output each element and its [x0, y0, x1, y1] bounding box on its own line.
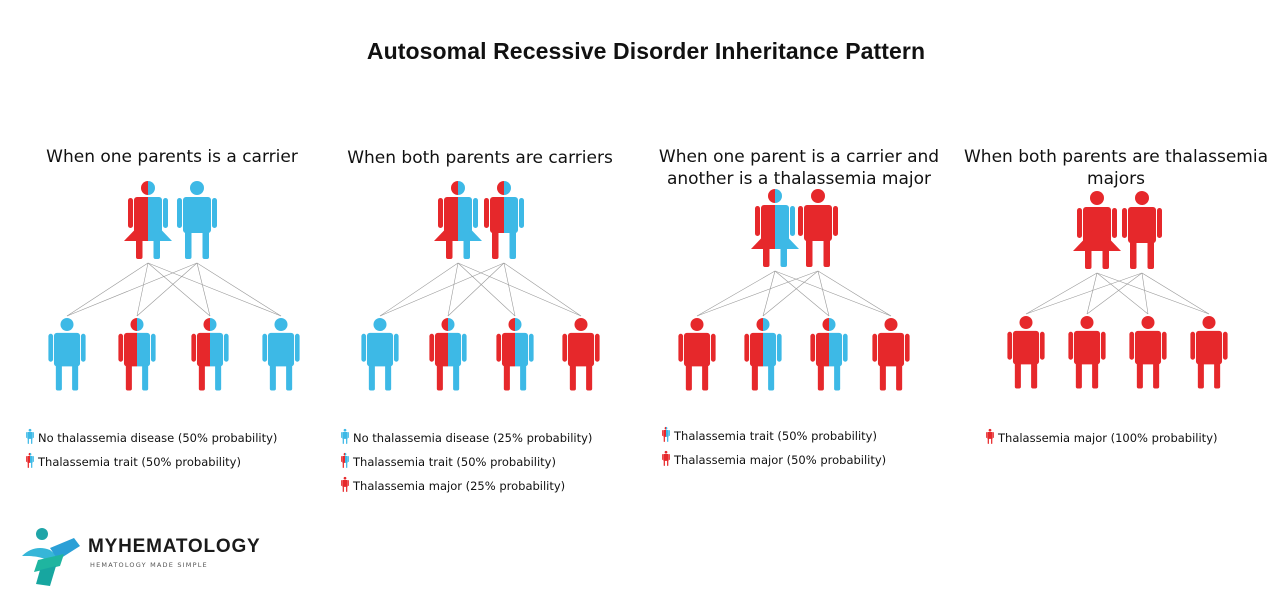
father-figure-icon [798, 189, 838, 267]
child-figure-icon [118, 318, 156, 391]
panel-title-line: another is a thalassemia major [666, 169, 932, 189]
page-title: Autosomal Recessive Disorder Inheritance… [366, 38, 926, 64]
child-figure-icon [1190, 316, 1228, 389]
legend-label: Thalassemia major (25% probability) [353, 479, 566, 493]
legend-person-icon [341, 452, 349, 468]
panel-title-line: When both parents are carriers [347, 148, 613, 168]
person-icon [662, 426, 670, 442]
legend-label: Thalassemia major (50% probability) [674, 453, 887, 467]
legend-label: No thalassemia disease (25% probability) [353, 431, 593, 445]
logo-tagline: HEMATOLOGY MADE SIMPLE [90, 561, 208, 569]
father-figure-icon [1122, 191, 1162, 269]
father-figure-icon [484, 181, 524, 259]
child-figure-icon [1007, 316, 1045, 389]
child-figure-icon [191, 318, 229, 391]
family-diagram [361, 181, 600, 391]
person-icon [26, 428, 34, 444]
legend-person-icon [662, 426, 670, 442]
panel-title: When one parents is a carrier [12, 146, 332, 168]
legend-label: Thalassemia trait (50% probability) [674, 429, 877, 443]
person-icon [341, 428, 349, 444]
child-figure-icon [1068, 316, 1106, 389]
legend-person-icon [986, 428, 994, 444]
panel-title-line: majors [1087, 169, 1145, 189]
mother-figure-icon [124, 181, 172, 259]
logo-name: MYHEMATOLOGY [88, 536, 261, 557]
child-figure-icon [1129, 316, 1167, 389]
person-icon [341, 452, 349, 468]
logo: MYHEMATOLOGY HEMATOLOGY MADE SIMPLE [20, 526, 260, 588]
legend-label: No thalassemia disease (50% probability) [38, 431, 278, 445]
child-figure-icon [48, 318, 86, 391]
panel-2: When both parents are carriers No thalass… [320, 0, 640, 611]
panel-title-line: When one parents is a carrier [46, 147, 298, 167]
child-figure-icon [361, 318, 399, 391]
panel-title-line: When both parents are thalassemia [963, 147, 1268, 167]
child-figure-icon [678, 318, 716, 391]
family-diagram [1007, 191, 1228, 389]
child-figure-icon [810, 318, 848, 391]
father-figure-icon [177, 181, 217, 259]
family-diagram [48, 181, 300, 391]
legend-person-icon [662, 450, 670, 466]
mother-figure-icon [751, 189, 799, 267]
legend-person-icon [26, 428, 34, 444]
mother-figure-icon [1073, 191, 1121, 269]
inheritance-lines [1025, 272, 1210, 315]
child-figure-icon [262, 318, 300, 391]
child-figure-icon [496, 318, 534, 391]
person-icon [662, 450, 670, 466]
child-figure-icon [744, 318, 782, 391]
child-figure-icon [872, 318, 910, 391]
inheritance-lines [379, 262, 582, 317]
legend-label: Thalassemia major (100% probability) [998, 431, 1218, 445]
panel-title-line: When one parent is a carrier and [658, 147, 940, 167]
panel-title: When both parents are carriers [320, 147, 640, 169]
legend-person-icon [26, 452, 34, 468]
person-icon [986, 428, 994, 444]
panel-1: When one parents is a carrier No thalasse… [12, 0, 332, 611]
person-icon [26, 452, 34, 468]
legend-person-icon [341, 428, 349, 444]
family-diagram [678, 189, 910, 391]
inheritance-lines [696, 270, 892, 317]
mother-figure-icon [434, 181, 482, 259]
logo-mark-icon [22, 528, 80, 586]
inheritance-lines [66, 262, 282, 317]
child-figure-icon [562, 318, 600, 391]
legend-person-icon [341, 476, 349, 492]
person-icon [341, 476, 349, 492]
legend-label: Thalassemia trait (50% probability) [38, 455, 241, 469]
legend-label: Thalassemia trait (50% probability) [353, 455, 556, 469]
child-figure-icon [429, 318, 467, 391]
